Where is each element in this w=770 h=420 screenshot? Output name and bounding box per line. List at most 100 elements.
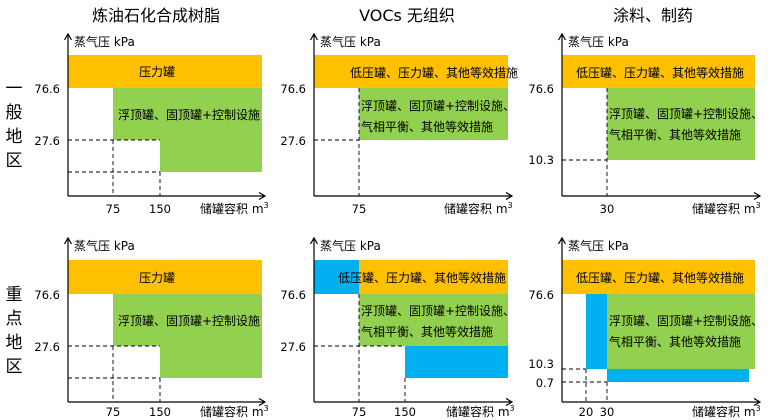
zone-pressure-tank — [68, 55, 262, 88]
x-tick-label: 75 — [352, 202, 367, 216]
x-tick-label: 150 — [394, 405, 416, 419]
y-tick-label: 10.3 — [528, 153, 554, 167]
zone-floating-fixed-roof — [113, 88, 262, 140]
zone-other-measures — [314, 260, 359, 294]
axis-y — [63, 32, 73, 196]
axis-x-title-text: 储罐容积 m — [444, 201, 508, 216]
axis-y — [557, 236, 567, 402]
axis-x — [562, 397, 762, 407]
zone-pressure-tank — [68, 260, 262, 294]
axis-x-title-sup: 3 — [510, 404, 515, 413]
axis-x-title: 储罐容积 m3 — [444, 201, 513, 216]
axis-x-title: 储罐容积 m3 — [692, 201, 761, 216]
zone-label-line: 浮顶罐、固顶罐+控制设施、 — [361, 99, 515, 113]
zone-label-line: 气相平衡、其他等效措施 — [609, 127, 741, 142]
axis-x — [562, 191, 762, 201]
zone-label-pressure-tank: 低压罐、压力罐、其他等效措施 — [576, 65, 744, 80]
y-tick-label: 76.6 — [528, 82, 554, 96]
y-tick-label: 10.3 — [528, 357, 554, 371]
y-tick-label: 27.6 — [280, 340, 306, 354]
axis-y — [309, 236, 319, 402]
y-tick-label: 27.6 — [34, 134, 60, 148]
y-tick-label: 76.6 — [280, 82, 306, 96]
axis-y-title: 蒸气压 kPa — [568, 238, 629, 253]
zone-floating-fixed-roof — [160, 140, 262, 172]
zone-label-pressure-tank: 低压罐、压力罐、其他等效措施 — [576, 270, 744, 285]
axis-x — [314, 397, 514, 407]
row-label-key-char: 重 — [6, 285, 23, 305]
zone-label-pressure-tank: 压力罐 — [139, 65, 175, 79]
axis-x-title: 储罐容积 m3 — [692, 404, 761, 419]
axis-x-title-text: 储罐容积 m — [200, 201, 264, 216]
axis-x-title: 储罐容积 m3 — [446, 404, 515, 419]
x-tick-label: 20 — [579, 405, 594, 419]
zone-label-pressure-tank: 压力罐 — [139, 271, 175, 285]
x-tick-label: 75 — [106, 202, 121, 216]
axis-y-title: 蒸气压 kPa — [320, 238, 381, 253]
zone-floating-fixed-roof — [359, 88, 508, 140]
zone-other-measures — [586, 294, 607, 369]
x-tick-label: 30 — [600, 202, 615, 216]
zone-pressure-tank — [562, 260, 755, 294]
panel-coating-key: 低压罐、压力罐、其他等效措施 浮顶罐、固顶罐+控制设施、气相平衡、其他等效措施 … — [528, 236, 763, 419]
y-tick-label: 76.6 — [528, 288, 554, 302]
row-label-general-char: 地 — [6, 127, 23, 147]
zone-label-pressure-tank: 低压罐、压力罐、其他等效措施 — [338, 270, 506, 285]
x-tick-label: 30 — [600, 405, 615, 419]
row-label-general: 一 般 地 区 — [6, 79, 23, 171]
axis-x-title-sup: 3 — [264, 201, 269, 210]
zone-label-floating-fixed-roof: 浮顶罐、固顶罐+控制设施 — [118, 108, 260, 122]
zone-label-line: 气相平衡、其他等效措施 — [609, 334, 741, 349]
axis-x-title: 储罐容积 m3 — [200, 201, 269, 216]
axis-x — [68, 397, 267, 407]
axis-y — [557, 32, 567, 196]
row-label-key-char: 点 — [6, 309, 23, 329]
panel-refining-key: 压力罐 浮顶罐、固顶罐+控制设施 蒸气压 kPa 储罐容积 m3 76.6 27… — [34, 236, 269, 419]
zone-label-floating-fixed-roof: 浮顶罐、固顶罐+控制设施、气相平衡、其他等效措施 — [609, 314, 763, 349]
column-title-refining: 炼油石化合成树脂 — [92, 6, 220, 25]
zone-other-measures — [405, 346, 508, 378]
axis-y-title: 蒸气压 kPa — [74, 34, 135, 49]
panel-vocs-general: 低压罐、压力罐、其他等效措施 浮顶罐、固顶罐+控制设施、气相平衡、其他等效措施 … — [280, 32, 518, 216]
axis-x-title: 储罐容积 m3 — [200, 404, 269, 419]
x-tick-label: 150 — [149, 202, 171, 216]
zone-floating-fixed-roof — [607, 294, 755, 369]
axis-y-title: 蒸气压 kPa — [74, 238, 135, 253]
zone-label-floating-fixed-roof: 浮顶罐、固顶罐+控制设施、气相平衡、其他等效措施 — [609, 107, 763, 142]
y-tick-label: 76.6 — [34, 288, 60, 302]
row-label-general-char: 般 — [6, 103, 23, 123]
row-label-general-char: 区 — [6, 151, 23, 171]
axis-y — [309, 32, 319, 196]
y-tick-label: 0.7 — [536, 376, 554, 390]
axis-x-title-sup: 3 — [508, 201, 513, 210]
axis-x-title-text: 储罐容积 m — [692, 201, 756, 216]
panel-coating-general: 低压罐、压力罐、其他等效措施 浮顶罐、固顶罐+控制设施、气相平衡、其他等效措施 … — [528, 32, 763, 216]
panel-vocs-key: 低压罐、压力罐、其他等效措施 浮顶罐、固顶罐+控制设施、气相平衡、其他等效措施 … — [280, 236, 515, 419]
zone-label-floating-fixed-roof: 浮顶罐、固顶罐+控制设施、气相平衡、其他等效措施 — [361, 99, 515, 134]
zone-other-measures — [607, 369, 749, 382]
row-label-key-char: 区 — [6, 357, 23, 377]
zone-pressure-tank — [562, 55, 755, 88]
x-tick-label: 150 — [149, 405, 171, 419]
y-tick-label: 27.6 — [34, 340, 60, 354]
row-label-key-char: 地 — [6, 333, 23, 353]
axis-y-title: 蒸气压 kPa — [568, 34, 629, 49]
x-tick-label: 75 — [352, 405, 367, 419]
zone-floating-fixed-roof — [607, 88, 755, 160]
axis-x-title-sup: 3 — [756, 404, 761, 413]
zone-label-pressure-tank: 低压罐、压力罐、其他等效措施 — [350, 65, 518, 80]
zone-floating-fixed-roof — [160, 346, 262, 378]
zone-pressure-tank — [359, 260, 508, 294]
zone-floating-fixed-roof — [359, 294, 508, 346]
y-tick-label: 76.6 — [280, 288, 306, 302]
zone-label-line: 气相平衡、其他等效措施 — [361, 119, 493, 134]
axis-x-title-text: 储罐容积 m — [200, 404, 264, 419]
axis-x — [314, 191, 514, 201]
panel-refining-general: 压力罐 浮顶罐、固顶罐+控制设施 蒸气压 kPa 储罐容积 m3 76.6 27… — [34, 32, 269, 216]
axis-x-title-text: 储罐容积 m — [692, 404, 756, 419]
axis-x-title-sup: 3 — [264, 404, 269, 413]
axis-y-title: 蒸气压 kPa — [320, 34, 381, 49]
row-label-key: 重 点 地 区 — [6, 285, 23, 377]
axis-x — [68, 191, 267, 201]
column-title-vocs: VOCs 无组织 — [359, 6, 455, 25]
